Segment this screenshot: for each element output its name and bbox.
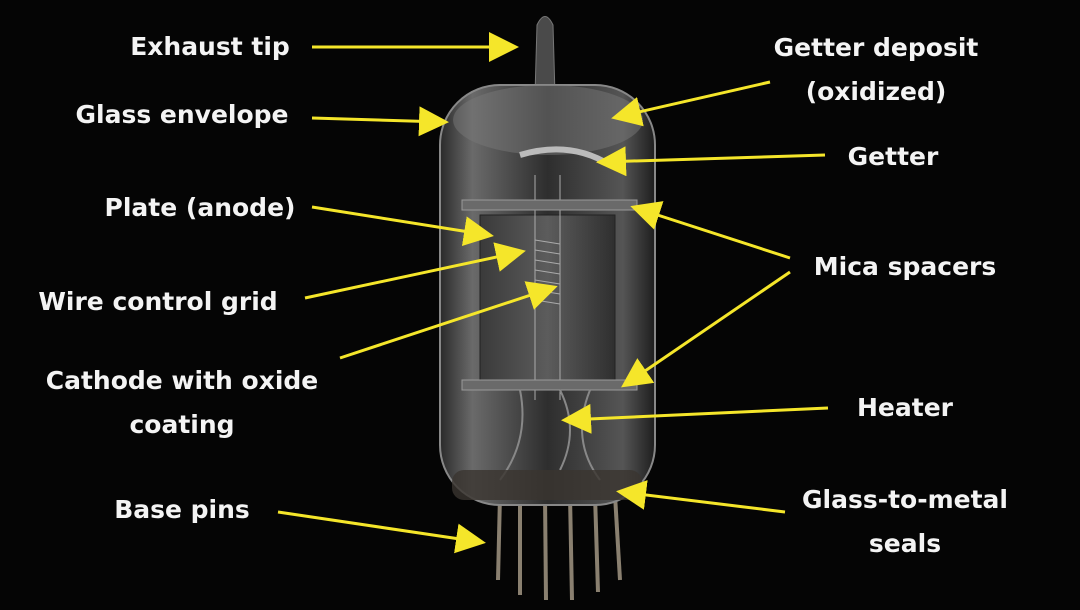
arrow-getter [596,146,826,177]
label-getter: Getter [847,142,939,171]
getter-deposit [453,85,643,155]
arrow-plate [311,205,494,247]
label-seals-line2: seals [868,529,942,558]
base-pins [496,494,622,601]
exhaust-tip [534,16,556,96]
label-wire-control-grid: Wire control grid [38,287,278,316]
arrow-getter-deposit [611,80,771,127]
arrow-glass-envelope [311,106,449,137]
label-seals: Glass-to-metal seals [802,478,1008,566]
arrow-base-pins [277,510,486,554]
arrow-mica-bottom [621,270,791,388]
label-cathode-line1: Cathode with oxide [45,366,319,395]
mica-spacer-top [461,199,638,211]
label-getter-deposit-line2: (oxidized) [805,77,947,106]
label-mica-spacers: Mica spacers [813,252,997,281]
label-exhaust-tip: Exhaust tip [130,32,290,61]
label-getter-deposit: Getter deposit (oxidized) [774,26,979,114]
arrow-seals [616,480,786,514]
plate-anode [479,214,616,386]
label-getter-deposit-line1: Getter deposit [773,33,979,62]
tube-base [452,470,642,500]
arrow-grid [304,242,526,300]
arrow-heater [561,403,829,434]
arrow-cathode [339,281,558,360]
mica-spacer-bottom [461,379,638,391]
label-cathode: Cathode with oxide coating [46,359,319,447]
label-plate: Plate (anode) [104,193,296,222]
label-seals-line1: Glass-to-metal [802,485,1008,514]
arrow-mica-top [630,201,791,260]
label-heater: Heater [857,393,953,422]
arrows [277,32,829,554]
label-cathode-line2: coating [129,410,235,439]
label-base-pins: Base pins [114,495,250,524]
label-glass-envelope: Glass envelope [75,100,289,129]
